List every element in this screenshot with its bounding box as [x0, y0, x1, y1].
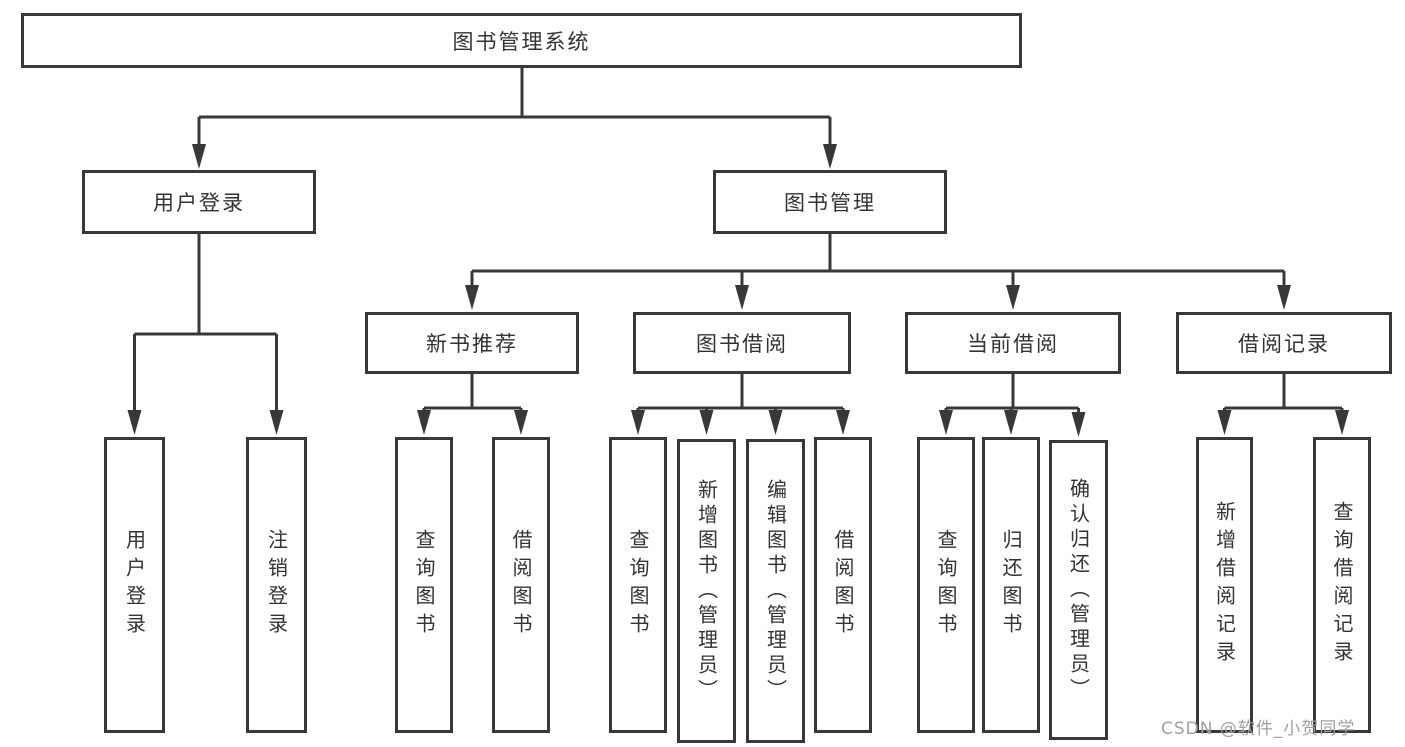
node-book-mgmt: 图书管理 [713, 170, 947, 234]
leaf-query-borrow-record: 查询借阅记录 [1313, 437, 1371, 733]
arrowhead [768, 410, 783, 435]
leaf-user-login-label: 用户登录 [122, 529, 147, 641]
leaf-add-borrow-record: 新增借阅记录 [1196, 437, 1253, 733]
arrowhead [836, 410, 850, 435]
node-root-label: 图书管理系统 [452, 29, 591, 54]
leaf-query-borrow-record-label: 查询借阅记录 [1330, 501, 1354, 669]
leaf-add-book-admin-label: 新增图书（管理员） [694, 478, 719, 704]
node-new-book-rec-label: 新书推荐 [426, 332, 518, 356]
arrowhead [699, 410, 714, 435]
node-current-borrow-label: 当前借阅 [967, 332, 1059, 356]
connector-new-rec [422, 374, 523, 412]
leaf-rec-query-book: 查询图书 [395, 437, 453, 733]
node-borrow-record: 借阅记录 [1176, 312, 1392, 374]
arrowhead [465, 285, 479, 310]
leaf-user-login: 用户登录 [104, 437, 165, 733]
arrowhead [631, 410, 645, 435]
node-book-borrow: 图书借阅 [633, 312, 851, 374]
arrowhead [417, 410, 431, 435]
leaf-current-query-book: 查询图书 [917, 437, 975, 733]
leaf-add-borrow-record-label: 新增借阅记录 [1212, 501, 1237, 669]
leaf-current-query-book-label: 查询图书 [934, 529, 958, 641]
node-borrow-record-label: 借阅记录 [1238, 332, 1330, 356]
arrowhead [1335, 410, 1349, 435]
csdn-watermark: CSDN @软件_小贺同学 [1161, 719, 1356, 739]
connector-borrow-record [1223, 374, 1344, 412]
node-user-login: 用户登录 [82, 170, 316, 234]
arrowhead [1277, 285, 1291, 310]
leaf-return-book-label: 归还图书 [999, 529, 1023, 641]
arrowhead [1006, 285, 1020, 310]
leaf-rec-query-book-label: 查询图书 [412, 529, 436, 641]
leaf-confirm-return-admin-label: 确认归还（管理员） [1066, 477, 1091, 703]
connector-book-mgmt [470, 234, 1286, 287]
arrowhead [823, 144, 837, 169]
arrowhead [127, 410, 142, 435]
node-book-mgmt-label: 图书管理 [784, 191, 876, 215]
arrowhead [192, 144, 206, 169]
leaf-confirm-return-admin: 确认归还（管理员） [1049, 440, 1108, 740]
connector-root [197, 68, 832, 146]
arrowhead [1217, 410, 1232, 435]
arrowhead [735, 285, 749, 310]
connector-user-login [133, 234, 278, 412]
node-root: 图书管理系统 [21, 13, 1022, 68]
leaf-borrow-book: 借阅图书 [814, 437, 872, 733]
leaf-logout-label: 注销登录 [264, 529, 289, 641]
leaf-edit-book-admin: 编辑图书（管理员） [746, 439, 805, 743]
node-user-login-label: 用户登录 [153, 191, 245, 215]
arrowhead [939, 410, 953, 435]
arrowhead [514, 410, 528, 435]
node-new-book-rec: 新书推荐 [365, 312, 579, 374]
arrowhead [1071, 412, 1086, 437]
leaf-edit-book-admin-label: 编辑图书（管理员） [763, 478, 788, 704]
connector-current-borrow [944, 374, 1080, 412]
node-current-borrow: 当前借阅 [905, 312, 1121, 374]
leaf-return-book: 归还图书 [982, 437, 1040, 733]
arrowhead [1004, 410, 1018, 435]
leaf-borrow-book-label: 借阅图书 [831, 529, 855, 641]
leaf-rec-borrow-book-label: 借阅图书 [509, 529, 533, 641]
arrowhead [269, 410, 284, 435]
leaf-rec-borrow-book: 借阅图书 [492, 437, 550, 733]
leaf-add-book-admin: 新增图书（管理员） [677, 439, 736, 743]
node-book-borrow-label: 图书借阅 [696, 332, 788, 356]
leaf-borrow-query-book-label: 查询图书 [626, 529, 650, 641]
leaf-logout: 注销登录 [246, 437, 307, 733]
connector-book-borrow [636, 374, 845, 412]
leaf-borrow-query-book: 查询图书 [609, 437, 667, 733]
